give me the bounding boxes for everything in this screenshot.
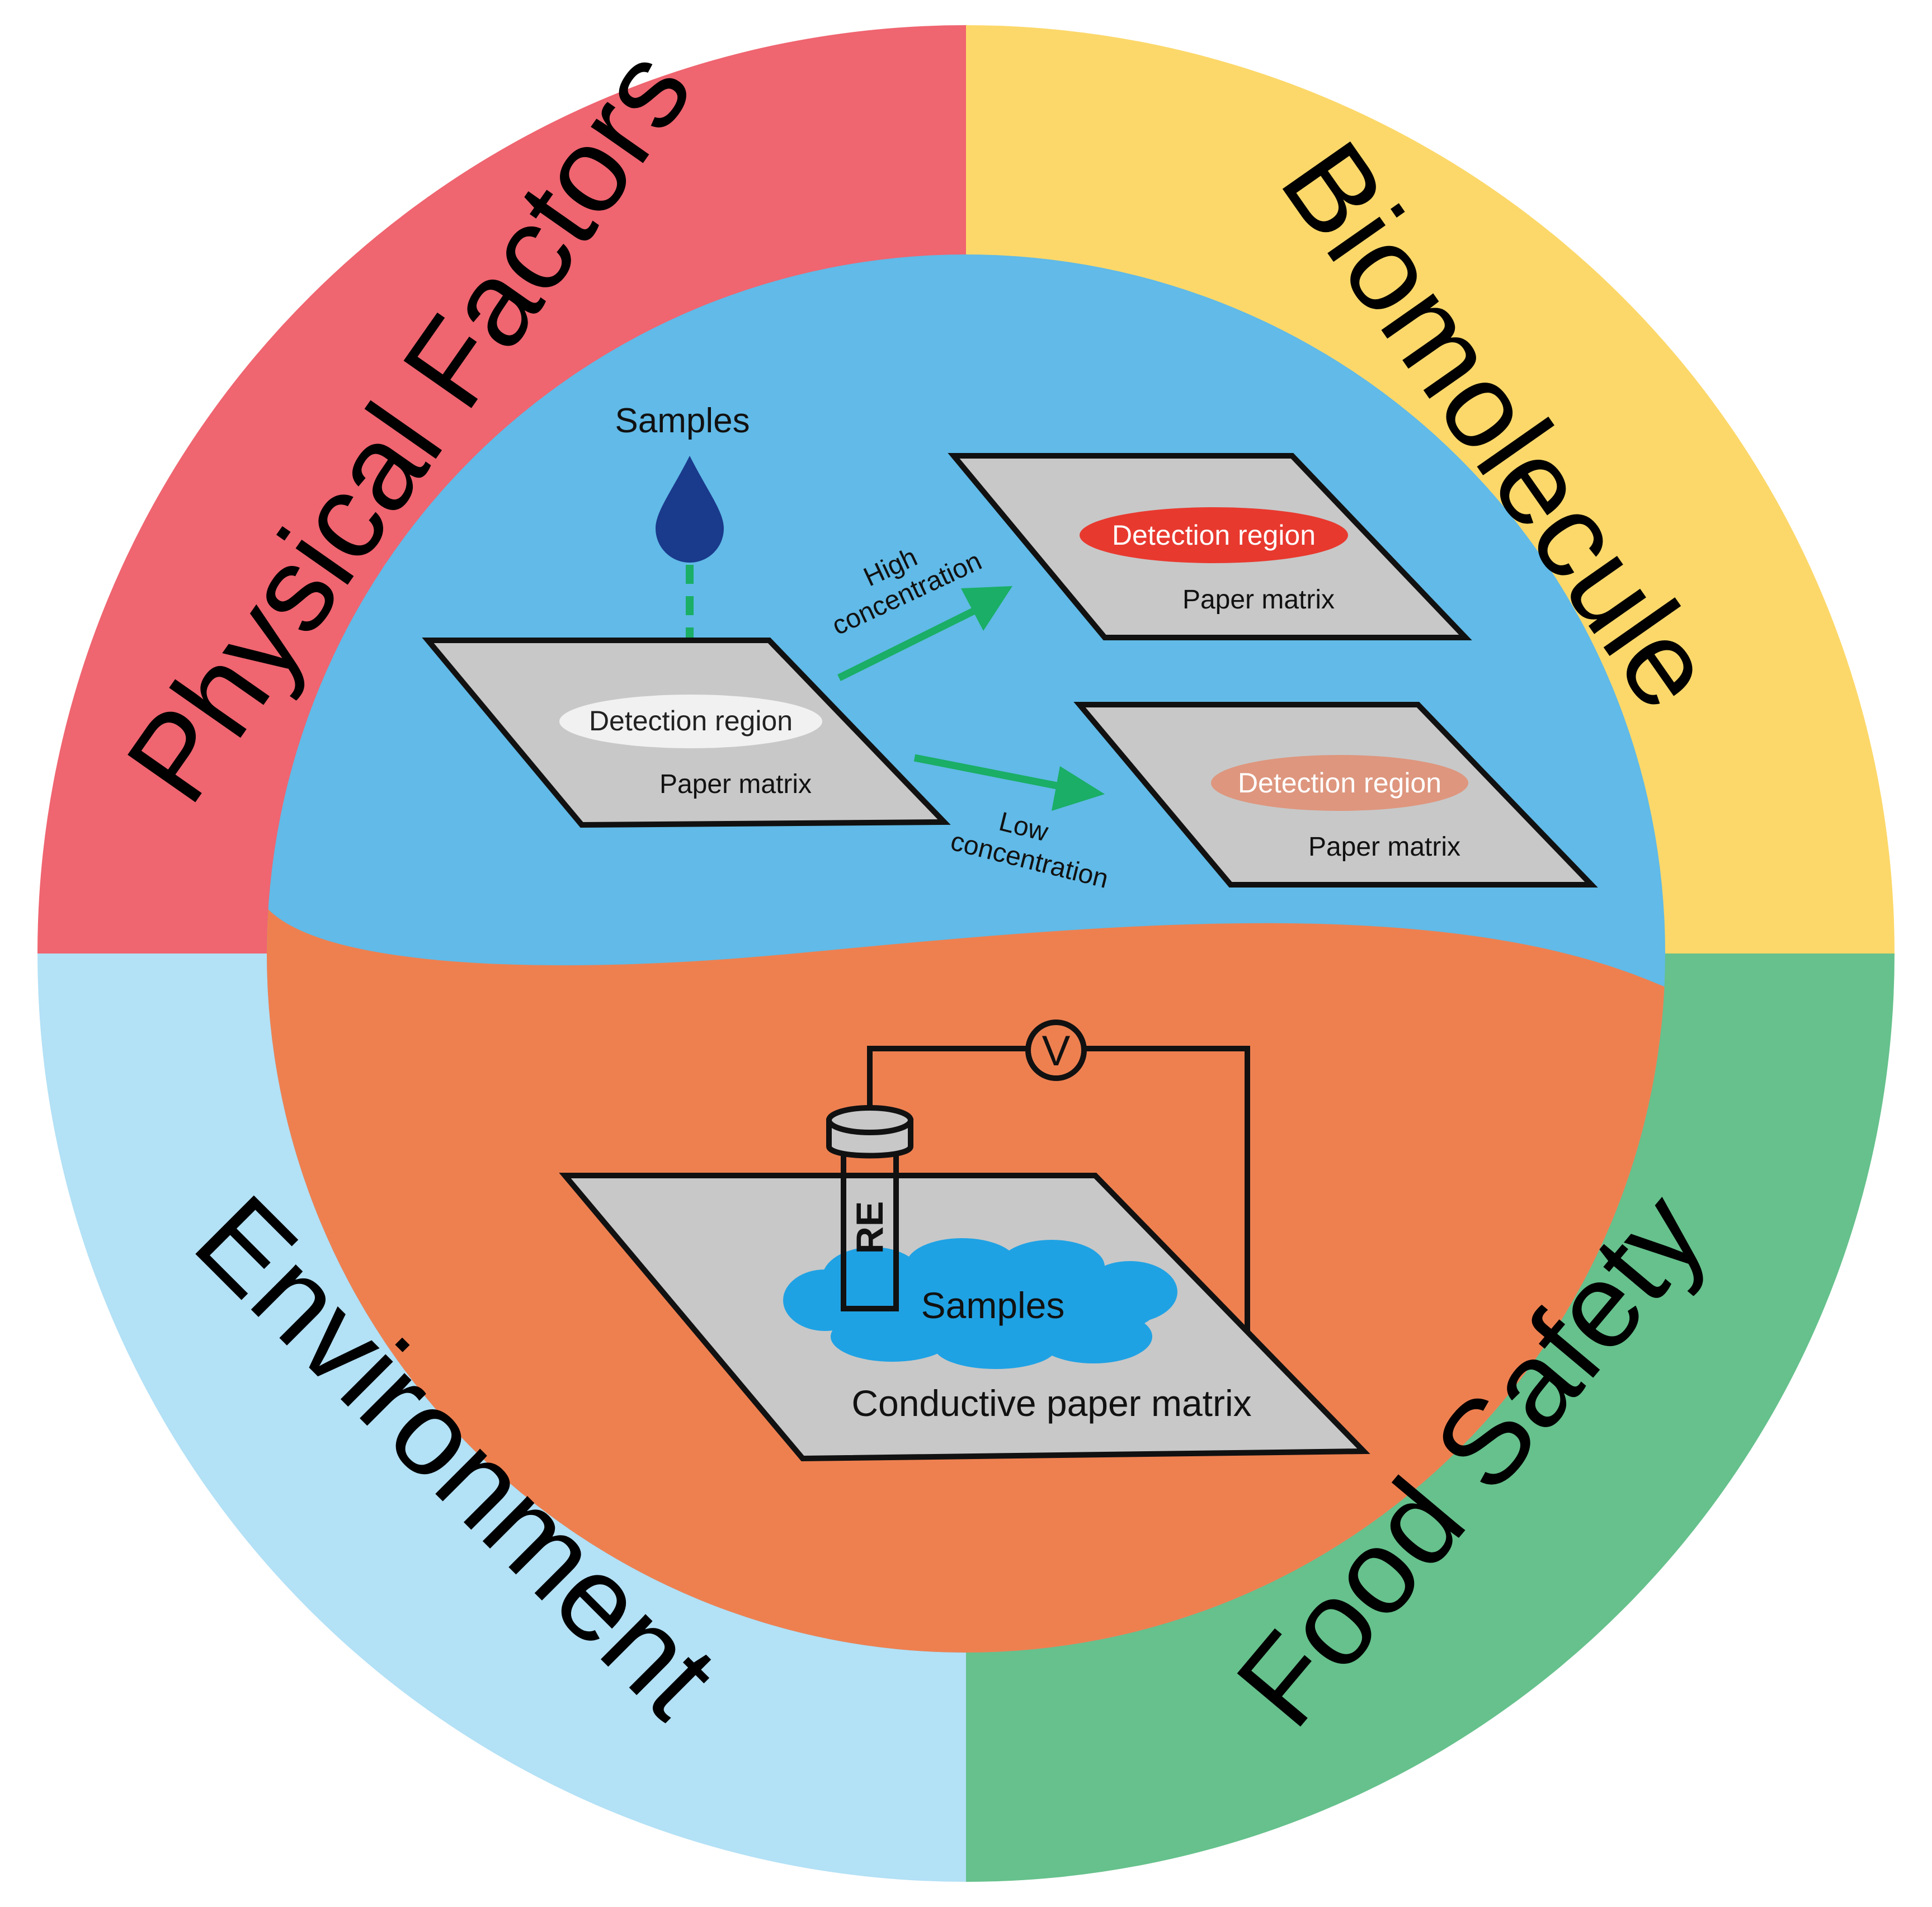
paper-label-initial: Paper matrix <box>659 770 812 799</box>
electrode-cap-top <box>826 1105 913 1135</box>
electrochemical-section: V RE Samples Conductive paper matrix <box>559 1019 1370 1462</box>
detection-region-high <box>1080 507 1348 563</box>
voltmeter-icon <box>1025 1019 1087 1081</box>
sample-drop-icon <box>656 456 724 563</box>
samples-label-top: Samples <box>615 402 750 440</box>
puddle-blob-7 <box>934 1324 1057 1369</box>
reference-electrode: RE <box>826 1105 913 1311</box>
arrow-high <box>837 605 981 681</box>
detection-region-low <box>1211 755 1468 811</box>
arrow-low <box>913 754 1067 791</box>
circuit-wire <box>867 1046 1250 1337</box>
puddle-blob-8 <box>831 1311 954 1362</box>
puddle-blob-6 <box>1035 1310 1152 1363</box>
voltmeter-label: V <box>1042 1027 1071 1075</box>
puddle-blob-3 <box>906 1238 1018 1292</box>
detection-region-initial <box>559 695 822 748</box>
electrode-label: RE <box>849 1201 891 1254</box>
puddle-blob-2 <box>822 1247 923 1309</box>
puddle-blob-4 <box>998 1240 1105 1294</box>
arrowhead-low <box>1052 766 1105 811</box>
sample-puddle <box>783 1238 1177 1369</box>
paper-label-low: Paper matrix <box>1308 832 1460 862</box>
detection-label-initial: Detection region <box>589 705 793 737</box>
conductive-paper-label: Conductive paper matrix <box>851 1382 1251 1424</box>
detection-label-low: Detection region <box>1238 767 1441 799</box>
paper-label-high: Paper matrix <box>1182 585 1335 615</box>
colorimetric-section: Samples Detection region Paper matrix Hi… <box>422 402 1598 894</box>
samples-label-bottom: Samples <box>921 1285 1065 1326</box>
detection-label-high: Detection region <box>1112 520 1316 551</box>
arrowhead-high <box>961 586 1012 631</box>
puddle-blob-5 <box>1082 1261 1177 1323</box>
